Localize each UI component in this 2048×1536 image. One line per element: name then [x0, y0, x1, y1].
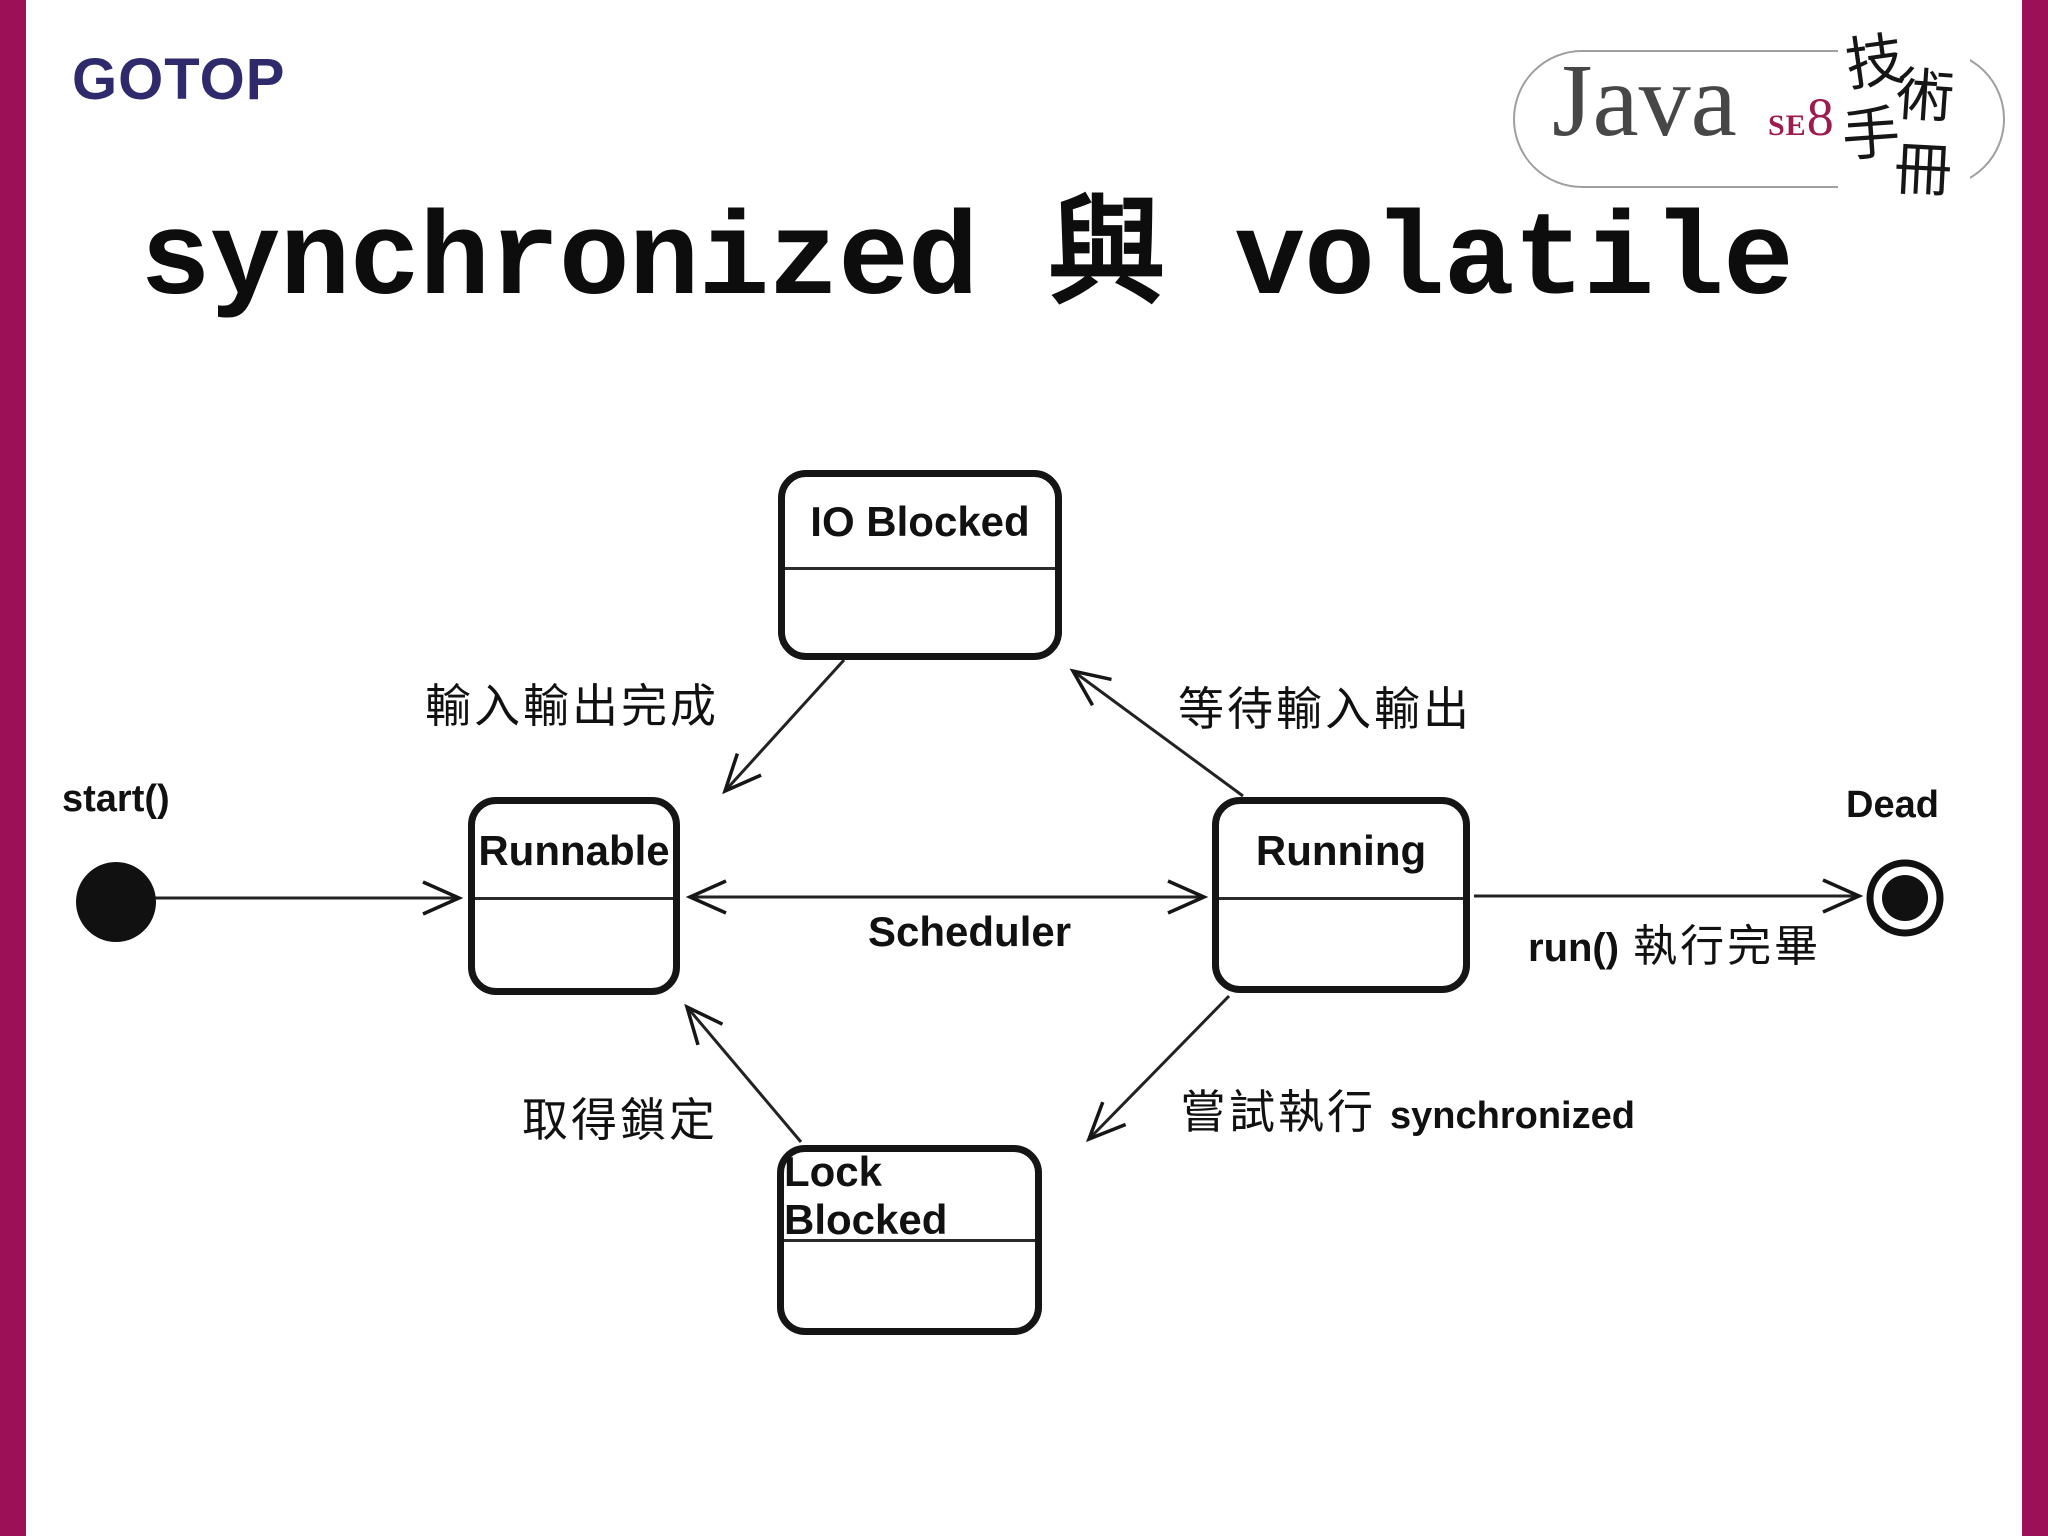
- state-runnable-divider: [475, 897, 673, 900]
- try-sync-cjk: 嘗試執行: [1180, 1087, 1376, 1138]
- initial-state-dot: [76, 862, 156, 942]
- state-runnable-label: Runnable: [478, 826, 670, 874]
- io-complete-label: 輸入輸出完成: [425, 681, 719, 732]
- state-io-blocked-divider: [785, 567, 1055, 570]
- final-state-ring: [1866, 859, 1944, 937]
- scheduler-label: Scheduler: [868, 908, 1072, 955]
- slide-title: synchronized 與 volatile: [140, 196, 1794, 329]
- try-sync-code: synchronized: [1390, 1095, 1635, 1137]
- state-lock-blocked: Lock Blocked: [777, 1145, 1042, 1335]
- final-state-dot: [1882, 875, 1928, 921]
- state-runnable: Runnable: [468, 797, 680, 995]
- state-io-blocked: IO Blocked: [778, 470, 1062, 660]
- right-accent-bar: [2022, 0, 2048, 1536]
- try-sync-label: 嘗試執行 synchronized: [1180, 1076, 1635, 1142]
- state-lock-blocked-label: Lock Blocked: [784, 1147, 948, 1243]
- java-logo-se8: SE8: [1768, 86, 1834, 148]
- left-accent-bar: [0, 0, 26, 1536]
- java-logo-se: SE: [1768, 109, 1807, 142]
- java-logo-word: Java: [1552, 43, 1737, 158]
- transition-running-to-ioblocked: [1069, 668, 1244, 798]
- transition-lockblocked-to-runnable: [684, 1003, 803, 1143]
- wait-io-label: 等待輸入輸出: [1178, 684, 1472, 735]
- java-logo-version: 8: [1806, 87, 1834, 147]
- state-running: Running: [1212, 797, 1470, 993]
- acquire-lock-label: 取得鎖定: [522, 1095, 718, 1146]
- state-running-divider: [1219, 897, 1463, 900]
- state-running-label: Running: [1255, 826, 1427, 874]
- state-io-blocked-label: IO Blocked: [810, 498, 1030, 545]
- run-done-label: run() 執行完畢: [1528, 910, 1821, 974]
- run-done-code: run(): [1528, 926, 1620, 970]
- transition-ioblocked-to-runnable: [722, 658, 846, 795]
- calligraphy-tech-manual: 技 術 手 冊: [1838, 24, 1970, 206]
- run-done-cjk: 執行完畢: [1633, 922, 1822, 971]
- dead-label: Dead: [1846, 784, 1939, 826]
- state-lock-blocked-divider: [784, 1239, 1035, 1242]
- gotop-logo: GOTOP: [72, 47, 286, 112]
- transition-running-to-lockblocked: [1085, 994, 1231, 1143]
- start-label: start(): [62, 778, 170, 820]
